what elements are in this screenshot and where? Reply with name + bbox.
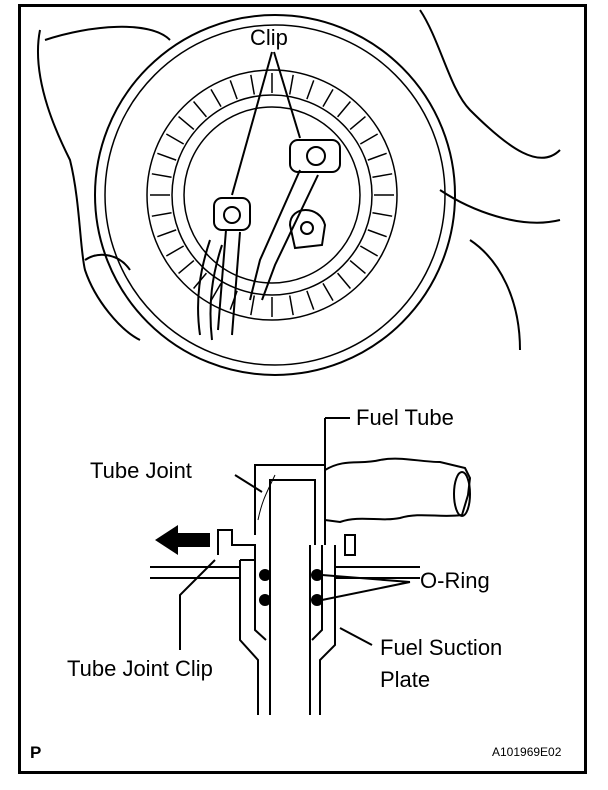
o-ring-1 [259,569,271,581]
ring-tooth [288,74,294,95]
ring-tooth [250,74,256,95]
clip-leader [179,559,216,650]
fuel-suction-plate-label-2: Plate [380,667,430,692]
tube-joint [254,464,326,545]
pump-ring-3 [146,69,398,321]
ring-tooth [349,116,366,131]
ring-tooth [157,152,177,161]
pump-outer-ring [94,14,456,376]
fuel-suction-plate-label-1: Fuel Suction [380,635,502,660]
figure-code: A101969E02 [492,745,562,759]
section-view [150,417,472,715]
o-ring-2 [259,594,271,606]
ring-tooth [367,152,387,161]
fuel-tube [324,457,472,524]
fuel-tube-end [453,471,471,517]
suction-plate-inner [254,545,323,641]
ring-tooth [367,229,387,238]
pump-ring-2 [104,24,446,366]
ring-tooth [322,282,334,302]
o-ring-3 [311,569,323,581]
ring-tooth [288,295,294,316]
ring-tooth [306,290,315,310]
ring-tooth [372,173,393,179]
ring-teeth [150,73,394,317]
ring-tooth [165,245,185,257]
ring-tooth [151,173,172,179]
tank-outline-right [419,9,561,159]
ring-tooth [193,101,208,118]
tube-joint-clip [217,529,256,561]
tube-joint-hatch [257,474,276,521]
clip-label: Clip [250,25,288,50]
tank-outline-right2 [439,189,561,224]
bolt-right [344,534,356,556]
ring-tooth [359,133,379,145]
ring-tooth [165,133,185,145]
ring-tooth [151,211,172,217]
pump-ring-5 [183,106,361,284]
ring-tooth [336,272,351,289]
figure-frame [18,4,587,774]
ring-tooth [210,282,222,302]
ring-tooth [229,80,238,100]
ring-tooth [322,88,334,108]
tube-joint-label: Tube Joint [90,458,192,483]
suction-stem [269,545,311,715]
pump-ring-4 [171,94,373,296]
ring-tooth [250,295,256,316]
top-view [37,9,561,376]
ring-tooth [359,245,379,257]
tank-outline-left [37,29,141,341]
suction-plate-outer [239,545,336,715]
o-ring-label: O-Ring [420,568,490,593]
corner-mark: P [30,743,41,762]
tube-joint-leader [234,474,263,493]
pull-arrow-icon [155,525,210,555]
plate-top-line [150,566,420,579]
hose-1 [197,239,211,336]
ring-tooth [157,229,177,238]
o-ring-4 [311,594,323,606]
tank-outline-bottom [84,253,131,271]
fuel-tube-label: Fuel Tube [356,405,454,430]
clip-right [249,139,341,301]
hose-2 [209,244,223,341]
ring-tooth [210,88,222,108]
clip-leader-left [231,51,273,196]
tank-outline-left2 [44,25,171,41]
plate-leader [339,627,373,646]
tube-joint-clip-label: Tube Joint Clip [67,656,213,681]
ring-tooth [178,259,195,274]
ring-tooth [372,211,393,217]
o-ring-leader-2 [321,581,411,601]
clip-leader-right [273,51,301,139]
connector-center [288,209,327,250]
ring-tooth [306,80,315,100]
o-ring-leader-1 [321,574,411,583]
ring-tooth [349,259,366,274]
clip-left [213,197,251,336]
ring-tooth [178,116,195,131]
tank-outline-right3 [469,239,521,351]
ring-tooth [336,101,351,118]
